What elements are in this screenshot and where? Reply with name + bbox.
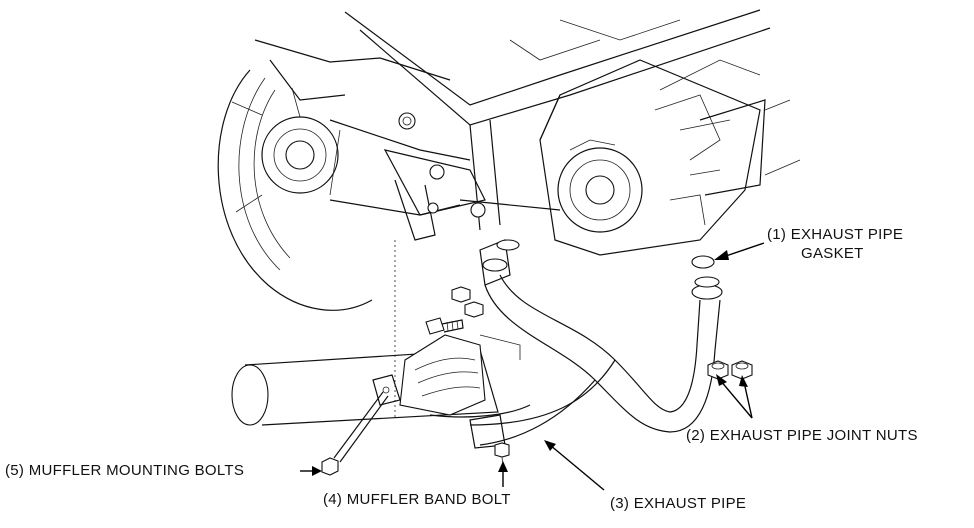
mounting-bolt-lower — [321, 391, 389, 476]
label-muffler-mounting-bolts: (5) MUFFLER MOUNTING BOLTS — [5, 462, 245, 479]
joint-nuts — [451, 286, 753, 380]
muffler-band — [469, 414, 510, 467]
rear-wheel — [217, 69, 373, 311]
swingarm — [254, 39, 471, 216]
label-exhaust-pipe-gasket-line1: (1) EXHAUST PIPE — [767, 226, 904, 243]
label-muffler-band-bolt: (4) MUFFLER BAND BOLT — [323, 491, 511, 508]
label-exhaust-pipe-gasket-line2: GASKET — [801, 245, 864, 262]
frame — [344, 9, 771, 231]
exhaust-pipe — [469, 239, 723, 446]
footpeg-bracket — [383, 149, 486, 241]
leader-lines — [300, 242, 765, 491]
mounting-bolt-upper — [425, 317, 464, 335]
engine — [539, 59, 801, 256]
label-exhaust-pipe-joint-nuts: (2) EXHAUST PIPE JOINT NUTS — [686, 427, 918, 444]
label-exhaust-pipe: (3) EXHAUST PIPE — [610, 495, 747, 512]
muffler — [231, 334, 531, 426]
reference-lines — [394, 240, 521, 420]
label-exhaust-pipe-gasket: (1) EXHAUST PIPE GASKET — [767, 225, 903, 263]
